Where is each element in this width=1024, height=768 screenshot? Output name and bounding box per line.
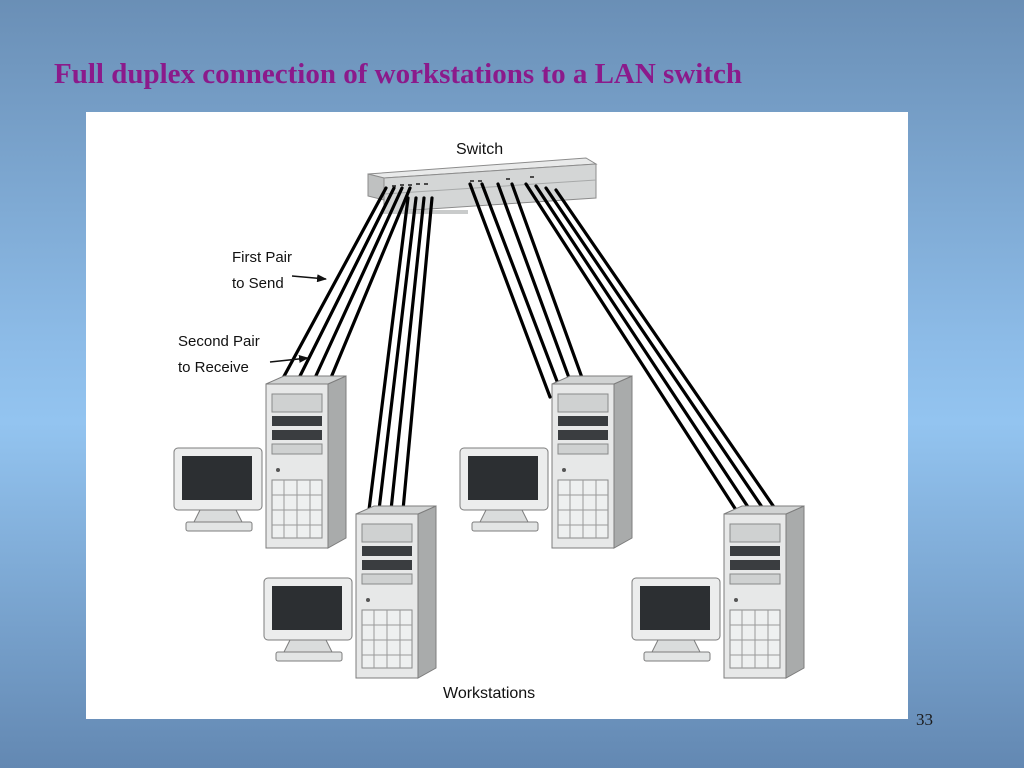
network-diagram: Switch First Pair to Send (86, 112, 908, 719)
cables (280, 182, 778, 512)
tower-icon (355, 505, 437, 679)
workstation-1 (173, 375, 347, 549)
workstation-3 (459, 375, 633, 549)
monitor-icon (631, 577, 721, 662)
workstation-2 (263, 505, 437, 679)
switch-label: Switch (456, 141, 503, 158)
workstations-label: Workstations (443, 685, 535, 702)
workstation-4 (631, 505, 805, 679)
page-number: 33 (916, 710, 933, 729)
annotation-receive-line2: to Receive (178, 359, 249, 376)
tower-icon (723, 505, 805, 679)
monitor-icon (173, 447, 263, 532)
annotation-send: First Pair to Send (232, 249, 327, 292)
tower-icon (551, 375, 633, 549)
annotation-send-line1: First Pair (232, 249, 292, 266)
monitor-icon (459, 447, 549, 532)
annotation-receive: Second Pair to Receive (178, 333, 309, 376)
annotation-send-line2: to Send (232, 275, 284, 292)
switch-device (367, 157, 598, 214)
diagram-canvas: Switch First Pair to Send (173, 141, 805, 702)
slide-title: Full duplex connection of workstations t… (54, 58, 742, 90)
annotation-receive-line1: Second Pair (178, 333, 260, 350)
monitor-icon (263, 577, 353, 662)
tower-icon (265, 375, 347, 549)
